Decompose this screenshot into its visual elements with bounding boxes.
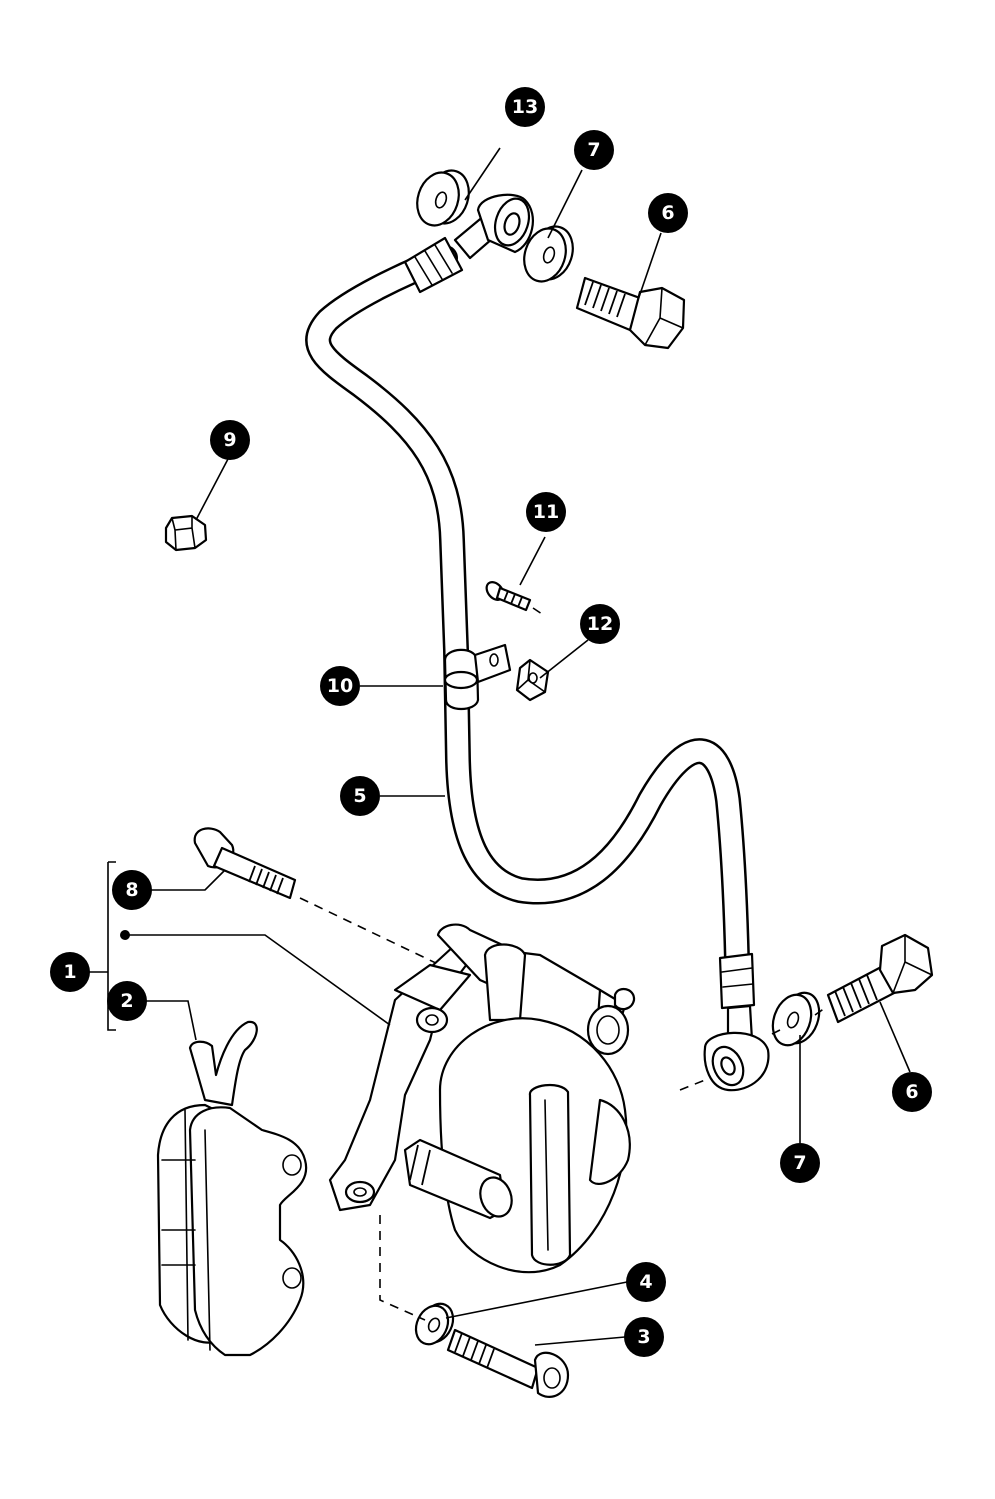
callout-2: 2: [107, 981, 147, 1021]
nut-9: [164, 514, 208, 552]
callout-12: 12: [580, 604, 620, 644]
callout-7-top: 7: [574, 130, 614, 170]
washer-4: [414, 1302, 455, 1346]
callout-8-label: 8: [125, 879, 138, 901]
callout-6-top-label: 6: [661, 202, 674, 224]
callout-12-label: 12: [587, 613, 613, 635]
callout-10-label: 10: [327, 675, 353, 697]
callout-1-label: 1: [63, 961, 76, 983]
callout-5-label: 5: [353, 785, 366, 807]
callout-6-top: 6: [648, 193, 688, 233]
callout-1: 1: [50, 952, 90, 992]
brake-pads-2: [156, 1020, 308, 1357]
callout-7-bottom: 7: [780, 1143, 820, 1183]
banjo-bolt-6-top: [575, 276, 686, 350]
mounting-bolt-8: [193, 827, 297, 900]
clip-nut-12: [515, 658, 550, 702]
bolt-3: [446, 1328, 570, 1398]
caliper-assembly: [328, 923, 636, 1274]
callout-4-label: 4: [639, 1271, 652, 1293]
copper-washer-7-bottom: [771, 991, 821, 1047]
callout-6-bottom-label: 6: [905, 1081, 918, 1103]
callout-8: 8: [112, 870, 152, 910]
callout-3-label: 3: [637, 1326, 650, 1348]
lower-hose-fitting: [703, 952, 770, 1092]
leader-lines: [88, 147, 911, 1346]
callout-2-label: 2: [120, 990, 133, 1012]
callout-11-label: 11: [533, 501, 559, 523]
callout-7-top-label: 7: [587, 139, 600, 161]
callout-6-bottom: 6: [892, 1072, 932, 1112]
callout-13-label: 13: [512, 96, 538, 118]
callout-9: 9: [210, 420, 250, 460]
bolt-6-axis-dashes: [679, 1007, 826, 1091]
brake-hose: [305, 245, 750, 973]
upper-hose-fitting: [403, 193, 534, 294]
copper-washer-13: [416, 169, 470, 227]
copper-washer-7-top: [523, 225, 574, 283]
bolt-8-axis-dashes: [299, 897, 441, 966]
hose-clamp-10: [443, 643, 512, 711]
bolt-3-axis-dashes: [379, 1215, 426, 1321]
screw-11: [485, 581, 546, 617]
callout-11: 11: [526, 492, 566, 532]
callout-9-label: 9: [223, 429, 236, 451]
callout-3: 3: [624, 1317, 664, 1357]
callout-4: 4: [626, 1262, 666, 1302]
banjo-bolt-6-bottom: [826, 933, 934, 1024]
callout-7-bottom-label: 7: [793, 1152, 806, 1174]
callout-10: 10: [320, 666, 360, 706]
callout-13: 13: [505, 87, 545, 127]
callout-5: 5: [340, 776, 380, 816]
